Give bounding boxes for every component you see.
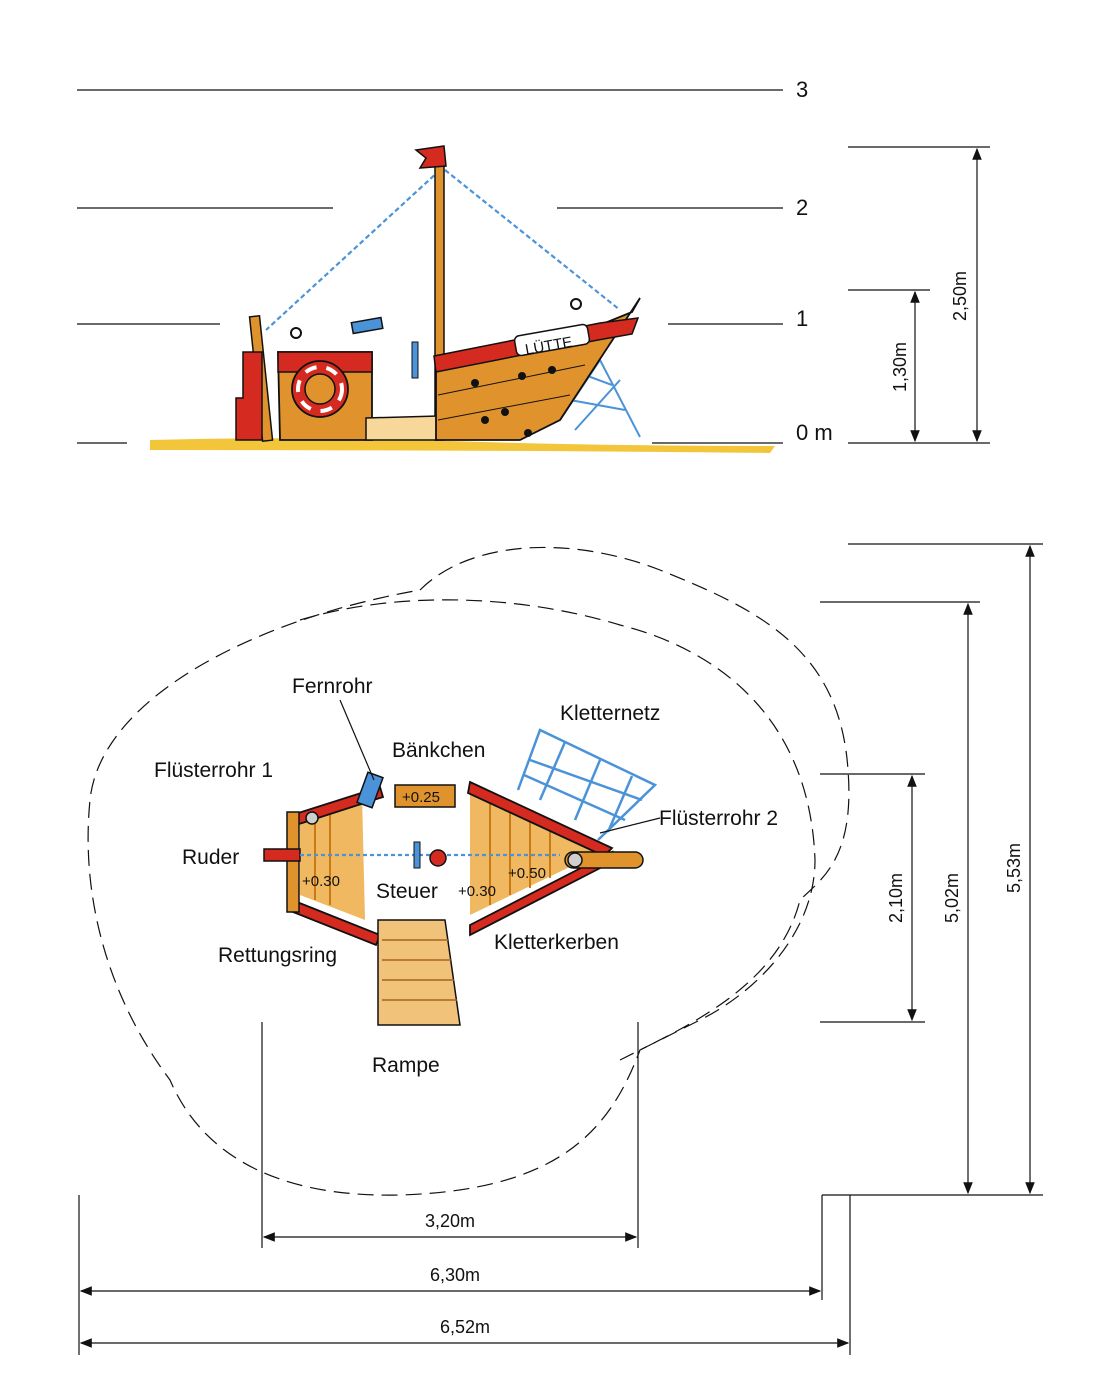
label-rettungsring: Rettungsring xyxy=(218,944,337,967)
label-fluesterrohr-1: Flüsterrohr 1 xyxy=(154,759,273,782)
bow-hull xyxy=(435,297,641,441)
plan-dimensions xyxy=(78,543,1043,1355)
whisper-tube-2-top xyxy=(567,852,583,868)
stern-deck xyxy=(300,795,365,920)
climbing-notches-side xyxy=(471,366,556,437)
label-steuer: Steuer xyxy=(376,880,438,903)
elevation-view: 3 2 1 0 m xyxy=(77,77,990,453)
label-rampe: Rampe xyxy=(372,1054,440,1077)
label-fluesterrohr-2: Flüsterrohr 2 xyxy=(659,807,778,830)
flag xyxy=(414,145,447,169)
level-lines xyxy=(77,89,783,444)
rigging-ropes xyxy=(265,169,621,331)
ramp-slats xyxy=(382,939,457,1001)
climbing-net-top xyxy=(516,728,658,841)
leader-lines xyxy=(339,699,661,834)
ramp-side xyxy=(365,415,441,441)
wheel-top xyxy=(413,841,421,869)
name-plate xyxy=(513,323,591,357)
label-ruder: Ruder xyxy=(182,846,239,869)
dimension-height-total: 2,50m xyxy=(950,271,970,321)
dimension-width-outer: 6,52m xyxy=(440,1317,490,1337)
label-fernrohr: Fernrohr xyxy=(292,675,373,698)
level-label-3: 3 xyxy=(796,77,808,102)
dimension-depth-boat: 2,10m xyxy=(886,873,906,923)
ramp-top xyxy=(377,919,461,1026)
level-label-0: 0 m xyxy=(796,420,833,445)
elevation-dimensions xyxy=(848,146,990,444)
whisper-tube-1-top xyxy=(305,811,319,825)
telescope-top xyxy=(356,771,384,809)
label-kletternetz: Kletternetz xyxy=(560,702,660,725)
safety-zone-outer xyxy=(87,546,850,1196)
bow-deck xyxy=(470,790,605,915)
dimension-depth-mid: 5,02m xyxy=(942,873,962,923)
level-label-1: 1 xyxy=(796,306,808,331)
height-bench: +0.25 xyxy=(402,789,440,806)
rudder-top xyxy=(263,848,301,862)
bowsprit xyxy=(564,851,644,869)
stern-post-top xyxy=(286,811,300,913)
height-bow: +0.50 xyxy=(508,865,546,882)
height-mid: +0.30 xyxy=(458,883,496,900)
level-label-2: 2 xyxy=(796,195,808,220)
sand-ground xyxy=(150,438,775,453)
dimension-depth-outer: 5,53m xyxy=(1004,843,1024,893)
dimension-height-platform: 1,30m xyxy=(890,342,910,392)
dimension-width-mid: 6,30m xyxy=(430,1265,480,1285)
wheel-hub xyxy=(429,849,447,867)
life-ring-side xyxy=(291,360,349,418)
wheel-post xyxy=(411,341,419,379)
label-kletterkerben: Kletterkerben xyxy=(494,931,619,954)
plan-view: +0.25 Fernrohr Kletternetz Bänkchen Flüs… xyxy=(78,543,1043,1355)
deck-planks xyxy=(314,800,551,905)
bench xyxy=(394,784,456,808)
whisper-tube-top-1 xyxy=(290,327,302,339)
height-rear: +0.30 xyxy=(302,873,340,890)
dimension-width-inner: 3,20m xyxy=(425,1211,475,1231)
rudder-side xyxy=(235,351,263,441)
whisper-tube-top-2 xyxy=(570,298,582,310)
hull-planks xyxy=(437,364,586,421)
telescope-side xyxy=(350,316,384,335)
label-baenkchen: Bänkchen xyxy=(392,739,485,762)
